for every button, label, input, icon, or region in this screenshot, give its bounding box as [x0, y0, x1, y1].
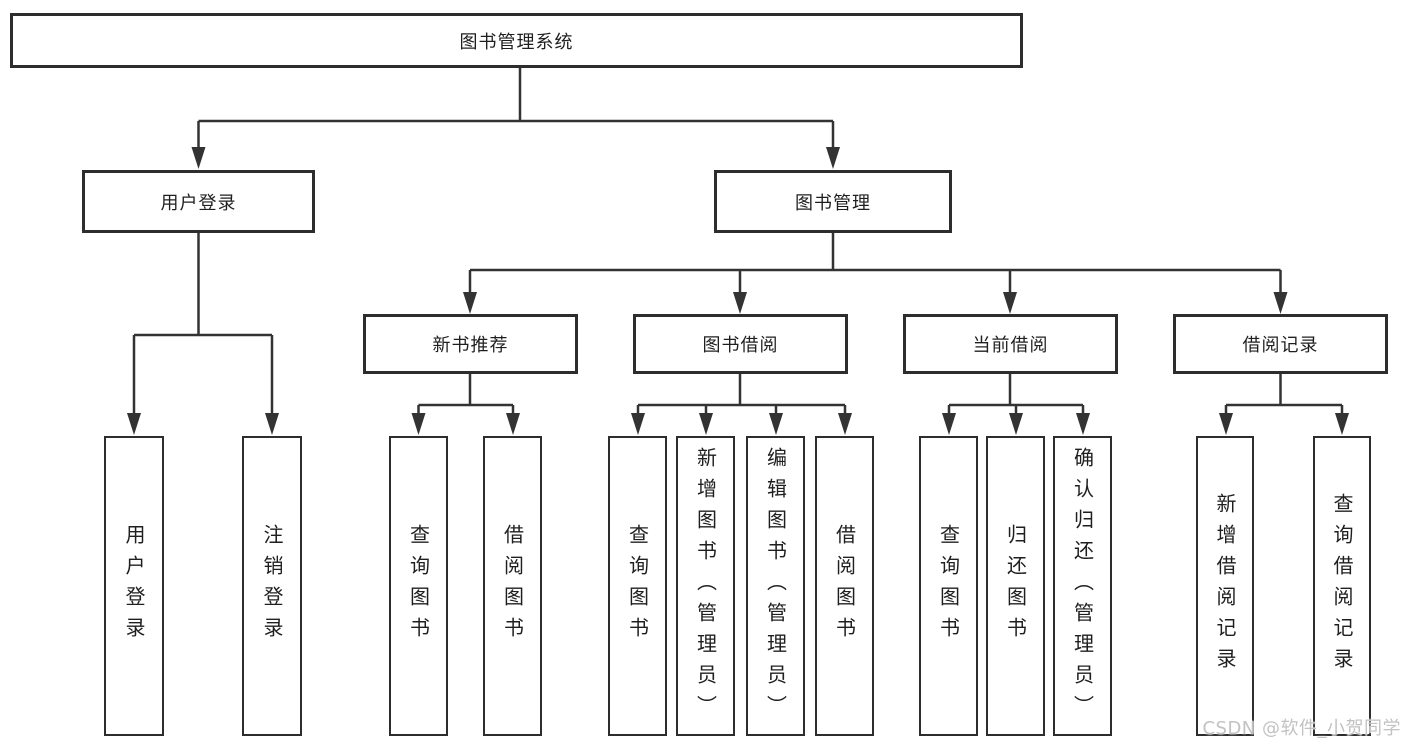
leaf-add-borrow-record: 新增借阅记录 [1196, 436, 1254, 736]
leaf-query-books-recommend: 查询图书 [389, 436, 448, 736]
arrow-down-icon [127, 147, 1349, 435]
leaf-confirm-return-admin: 确认归还（管理员） [1053, 436, 1112, 736]
node-user-login: 用户登录 [82, 170, 315, 233]
leaf-query-books-current: 查询图书 [919, 436, 978, 736]
watermark: CSDN @软件_小贺同学 [1202, 718, 1401, 739]
node-library-management-system: 图书管理系统 [10, 13, 1023, 68]
node-borrowing-records: 借阅记录 [1173, 314, 1388, 374]
node-new-book-recommend: 新书推荐 [363, 314, 578, 374]
node-current-borrowing: 当前借阅 [903, 314, 1118, 374]
connector-edges [132, 68, 1344, 420]
leaf-query-borrow-record: 查询借阅记录 [1313, 436, 1371, 736]
leaf-edit-books-admin: 编辑图书（管理员） [746, 436, 805, 736]
leaf-return-books: 归还图书 [986, 436, 1045, 736]
leaf-borrow-books: 借阅图书 [815, 436, 874, 736]
leaf-borrow-books-recommend: 借阅图书 [483, 436, 542, 736]
leaf-user-login: 用户登录 [104, 436, 164, 736]
node-book-management: 图书管理 [714, 170, 952, 233]
leaf-logout: 注销登录 [242, 436, 302, 736]
leaf-add-books-admin: 新增图书（管理员） [676, 436, 735, 736]
leaf-query-books-borrow: 查询图书 [608, 436, 667, 736]
node-book-borrowing: 图书借阅 [633, 314, 848, 374]
